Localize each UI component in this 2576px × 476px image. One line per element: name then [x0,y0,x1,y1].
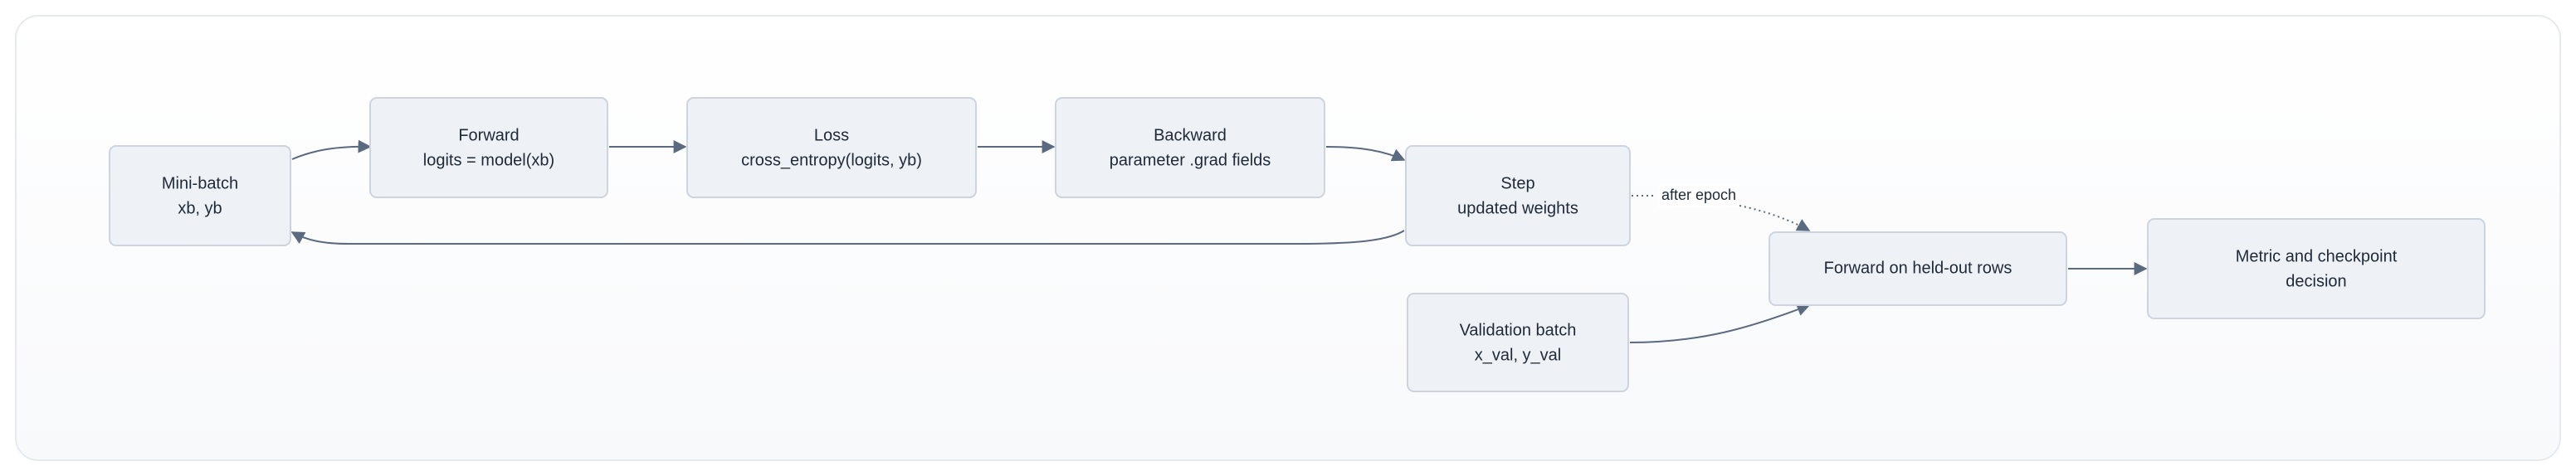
edge-backward-to-step [1325,146,1406,162]
edge-label-after-epoch: after epoch [1658,184,1739,207]
node-minibatch-title: Mini-batch [162,174,238,192]
node-backward-title: Backward [1154,126,1227,144]
node-step-title: Step [1500,174,1534,192]
node-validation[interactable]: Validation batch x_val, y_val [1407,293,1629,392]
edge-minibatch-to-forward [291,139,372,160]
diagram-frame [15,15,2561,461]
edge-validation-to-heldout [1629,303,1811,343]
node-metric[interactable]: Metric and checkpoint decision [2147,218,2486,319]
node-minibatch-subtitle: xb, yb [178,199,222,217]
node-metric-subtitle: decision [2286,272,2346,290]
node-loss-subtitle: cross_entropy(logits, yb) [741,151,922,169]
node-minibatch[interactable]: Mini-batch xb, yb [109,145,291,246]
node-forward-subtitle: logits = model(xb) [423,151,554,169]
node-step-subtitle: updated weights [1457,199,1578,217]
node-step[interactable]: Step updated weights [1405,145,1631,246]
edge-step-to-heldout [1632,195,1809,231]
after-epoch-label: after epoch [1661,187,1736,203]
node-forward[interactable]: Forward logits = model(xb) [369,97,608,198]
node-heldout-title: Forward on held-out rows [1824,259,2013,277]
node-forward-title: Forward [458,126,519,144]
edges [290,139,2148,343]
edge-step-to-minibatch [290,230,1405,245]
node-validation-subtitle: x_val, y_val [1475,346,1562,364]
node-backward[interactable]: Backward parameter .grad fields [1055,97,1325,198]
node-backward-subtitle: parameter .grad fields [1110,151,1271,169]
node-validation-title: Validation batch [1460,321,1577,339]
edge-label-background [1658,184,1739,207]
node-metric-title: Metric and checkpoint [2236,247,2398,265]
node-loss-title: Loss [814,126,849,144]
node-heldout[interactable]: Forward on held-out rows [1769,231,2067,306]
node-loss[interactable]: Loss cross_entropy(logits, yb) [686,97,977,198]
